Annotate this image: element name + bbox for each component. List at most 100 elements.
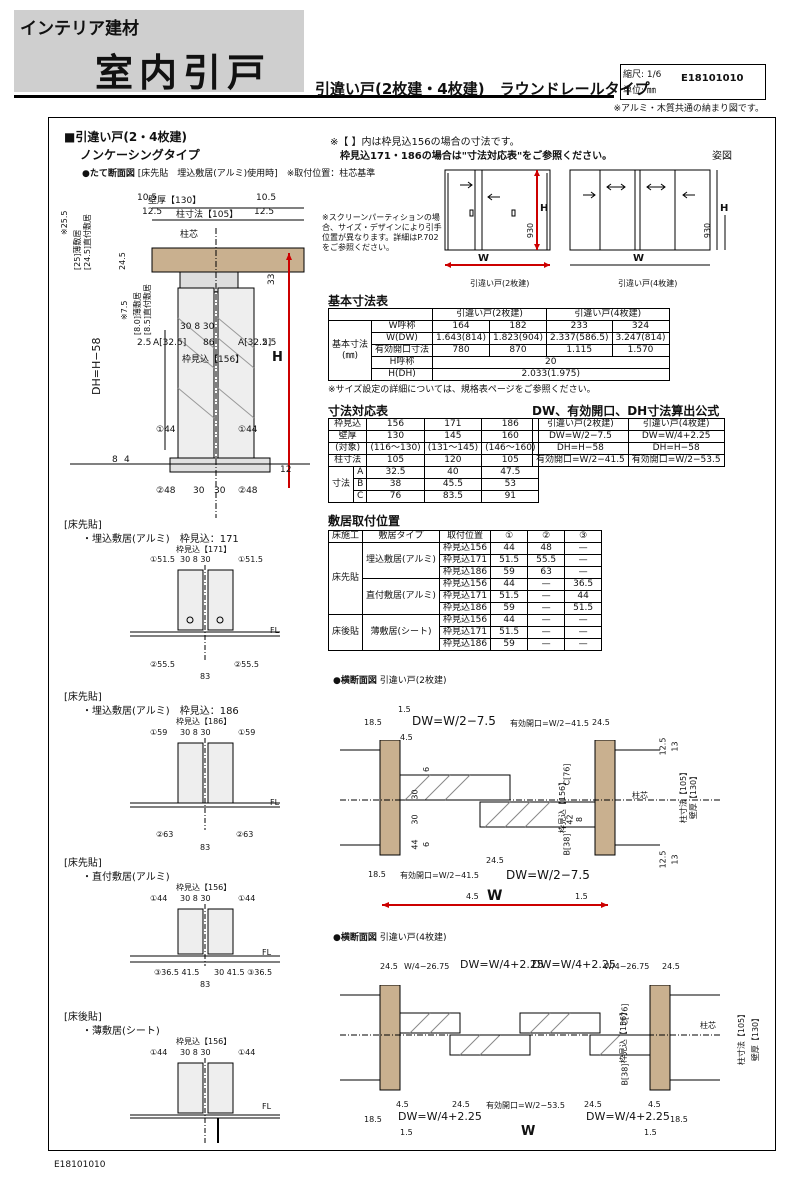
h4-t5: 24.5 (662, 962, 680, 971)
d1-frame: 枠見込【171】 (176, 545, 232, 554)
a-label-left: A[32.5] (153, 338, 187, 348)
d3-fl: FL (262, 948, 272, 957)
dh-label: DH=H−58 (90, 337, 103, 395)
h2-dw-top: DW=W/2−7.5 (412, 714, 496, 728)
page-title: 室内引戸 (95, 51, 272, 95)
vertical-note: [床先貼 埋込敷居(アルミ)使用時] ※取付位置：柱芯基準 (137, 169, 376, 179)
circ2-left: ②48 (156, 486, 176, 496)
d4-floor: [床後貼] (64, 1012, 102, 1023)
dim-4: 4 (124, 455, 130, 465)
h2-b-18-5: 18.5 (368, 870, 386, 879)
a-label-right: A[32.5] (238, 338, 272, 348)
h2-8: 8 (575, 816, 585, 823)
formula-title: DW、有効開口、DH寸法算出公式 (532, 404, 720, 418)
post-label: 柱寸法【105】 (176, 210, 239, 220)
h4-t4: W/4−26.75 (604, 962, 650, 971)
hsection4-drawing (340, 985, 720, 1091)
h4-b3: 有効開口=W/2−53.5 (486, 1101, 565, 1110)
h2-b: B[38] (562, 833, 572, 856)
h2-c: C[76] (562, 763, 572, 786)
d1-c2r: ②55.5 (234, 660, 259, 669)
d1-c1: ①51.5 (150, 555, 175, 564)
d3-c1r: ①44 (238, 894, 256, 903)
h4-15a: 1.5 (400, 1128, 413, 1137)
sill-table-title: 敷居取付位置 (328, 514, 401, 528)
h4-b4: 24.5 (584, 1100, 602, 1109)
h2-post: 柱芯 (632, 791, 648, 800)
d3-c1: ①44 (150, 894, 168, 903)
d1-w: 83 (200, 672, 211, 681)
h4-t3: DW=W/4+2.25 (532, 958, 616, 971)
hsection2-drawing (340, 740, 720, 856)
h4-b1: 4.5 (396, 1100, 409, 1109)
category-label: インテリア建材 (20, 19, 139, 39)
dim-8: 8 (112, 455, 118, 465)
vs-left-3: [24.5]直付敷居 (83, 213, 92, 270)
h4-wall: 壁厚【130】 (751, 1013, 761, 1062)
h4-heading-sub: 引違い戸(4枚建) (379, 933, 447, 943)
vs-left-4: 24.5 (118, 252, 127, 270)
h2-wall: 壁厚【130】 (689, 771, 699, 820)
section-subtitle: ノンケーシングタイプ (80, 148, 200, 162)
section-title: ■引違い戸(2・4枚建) (64, 130, 188, 144)
h2-frame: 枠見込【156】 (558, 777, 568, 834)
elev2-930: 930 (526, 222, 536, 239)
bottom-30-a: 30 (193, 486, 205, 496)
dim-12: 12 (280, 465, 292, 475)
elev2-caption: 引違い戸(2枚建) (470, 279, 530, 288)
doc-code: E18101010 (681, 73, 744, 84)
h2-d-1-5: 1.5 (398, 705, 411, 714)
d4-c1r: ①44 (238, 1048, 256, 1057)
h4-b5: 4.5 (648, 1100, 661, 1109)
d3-floor: [床先貼] (64, 858, 102, 869)
d2-w: 83 (200, 843, 211, 852)
dim-top-2: 10.5 (256, 193, 277, 203)
header-rule (14, 95, 614, 98)
h4-c: C[76] (620, 1003, 630, 1026)
h2-eff-top: 有効開口=W/2−41.5 (510, 719, 589, 728)
d2-c2r: ②63 (236, 830, 254, 839)
bottom-30-b: 30 (214, 486, 226, 496)
detail-3-drawing (130, 904, 280, 966)
h2-30a: 30 (410, 789, 420, 800)
detail-1-drawing (130, 565, 280, 660)
d3-top: 30 8 30 (180, 894, 211, 903)
frame-depth: 枠見込【156】 (182, 355, 245, 365)
h4-post: 柱芯 (700, 1021, 716, 1030)
content-frame (48, 117, 776, 1151)
dim-33: 33 (267, 273, 277, 285)
h2-d-4-5: 4.5 (400, 733, 413, 742)
h2-42: 42 (565, 814, 575, 825)
h2-d-24-5: 24.5 (592, 718, 610, 727)
elevation-label: 姿図 (712, 151, 732, 162)
vs-left-5: ※7.5 (120, 300, 129, 320)
h2-w: W (487, 888, 503, 904)
h2-s4: 13 (670, 854, 680, 865)
elev2-w: W (478, 253, 490, 264)
h2-b-24-5: 24.5 (486, 856, 504, 865)
elev4-930: 930 (703, 222, 713, 239)
h2-s3: 12.5 (658, 850, 668, 869)
header-band (14, 10, 304, 92)
d4-frame: 枠見込【156】 (176, 1037, 232, 1046)
dim-2-5-r: 2.5 (262, 338, 277, 348)
wall-label: 壁厚【130】 (148, 196, 202, 206)
bracket-note-2: 枠見込171・186の場合は"寸法対応表"をご参照ください。 (340, 151, 613, 162)
d4-c1: ①44 (150, 1048, 168, 1057)
h4-heading: ●横断面図 (333, 933, 377, 943)
d2-c2: ②63 (156, 830, 174, 839)
circ1-left: ①44 (156, 425, 176, 435)
h4-t1: W/4−26.75 (404, 962, 450, 971)
h4-b: B[38] (620, 1063, 630, 1086)
d2-fl: FL (270, 798, 280, 807)
d4-desc: ・薄敷居(シート) (82, 1026, 160, 1037)
elev4-w: W (633, 253, 645, 264)
vs-left-7: [8.5]直付敷居 (143, 284, 152, 335)
h2-6b: 6 (422, 841, 432, 848)
basic-table-note: ※サイズ設定の詳細については、規格表ページをご参照ください。 (328, 385, 596, 395)
circ1-right: ①44 (238, 425, 258, 435)
h2-w-arrow (382, 902, 608, 908)
elev4-caption: 引違い戸(4枚建) (618, 279, 678, 288)
